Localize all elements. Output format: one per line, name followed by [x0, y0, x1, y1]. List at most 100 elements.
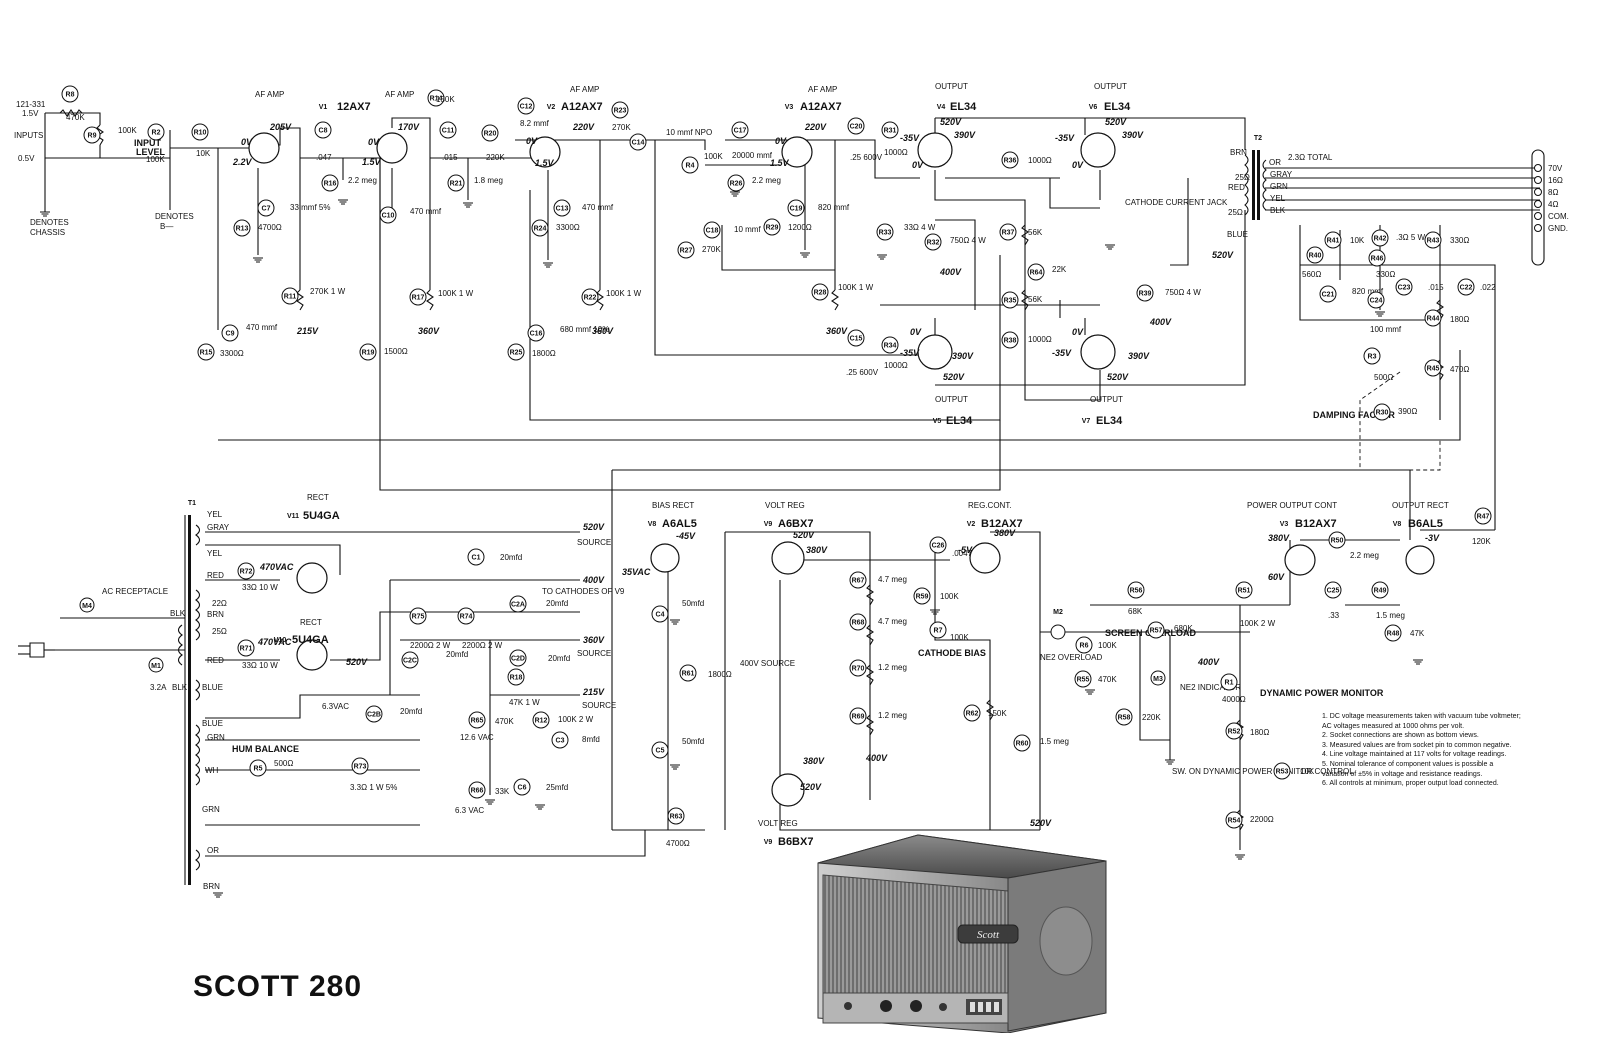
ref-circle [731, 121, 749, 139]
ref-circle [1147, 621, 1165, 639]
ref-circle [1225, 722, 1243, 740]
vreg-380: 380V [806, 545, 828, 555]
tube-v1b [376, 132, 408, 164]
ref-circle [1395, 278, 1413, 296]
b-plus-520: 520V [583, 522, 605, 532]
tube-v9b [771, 773, 805, 807]
denotes-chassis-a: DENOTES [30, 218, 69, 227]
or-neg3: -3V [1425, 533, 1440, 543]
value-label: .3Ω 5 W [1396, 233, 1426, 242]
wire-blue-a: BLUE [202, 683, 223, 692]
b-plus-360-label: SOURCE [577, 649, 611, 658]
value-label: 1.2 meg [878, 711, 907, 720]
ref-label: R4 [686, 163, 695, 170]
vreg-520: 520V [793, 530, 815, 540]
ref-circle [83, 126, 101, 144]
bias-400a: 400V [939, 267, 962, 277]
v6-screen-voltage: 520V [1105, 117, 1127, 127]
wire-gray: GRAY [207, 523, 230, 532]
m4-ref: M4 [82, 603, 92, 610]
capacitor-c6: C6 25mfd [513, 778, 568, 796]
ne2-indicator: NE2 INDICATOR [1180, 683, 1241, 692]
ref-circle [532, 711, 550, 729]
ref-label: R62 [966, 711, 979, 718]
ref-label: R69 [852, 714, 865, 721]
ref-label: C15 [850, 336, 863, 343]
ref-circle [1367, 291, 1385, 309]
ref-label: C2A [511, 602, 525, 609]
ref-circle [351, 757, 369, 775]
ref-label: C19 [790, 206, 803, 213]
v1-ref: V1 [319, 104, 328, 111]
ref-label: R1 [1225, 680, 1234, 687]
ref-label: R10 [194, 130, 207, 137]
value-label: 25mfd [546, 783, 568, 792]
ref-circle [321, 174, 339, 192]
vac-470b: 470VAC [257, 637, 292, 647]
ref-circle [1368, 249, 1386, 267]
ref-circle [876, 223, 894, 241]
ref-label: R31 [884, 128, 897, 135]
ref-circle [509, 649, 527, 667]
ref-circle [314, 121, 332, 139]
ref-label: C5 [656, 748, 665, 755]
v2-grid-voltage: 0V [526, 136, 538, 146]
value-label: 500Ω [1374, 373, 1393, 382]
ref-circle [439, 121, 457, 139]
ref-label: R3 [1368, 354, 1377, 361]
value-label: 4700Ω [258, 223, 282, 232]
ref-circle [1127, 581, 1145, 599]
ref-circle [1235, 581, 1253, 599]
wire-wh: WH [205, 766, 219, 775]
value-label: 100K 1 W [838, 283, 874, 292]
regcont-380: 380V [994, 528, 1016, 538]
value-label: 22K [1052, 265, 1067, 274]
v9a-stage: VOLT REG [765, 501, 805, 510]
supply-360c: 360V [826, 326, 848, 336]
value-label: 820 mmf [818, 203, 850, 212]
output-terminal-strip [1531, 149, 1545, 266]
ref-circle [1306, 246, 1324, 264]
ref-circle [1424, 359, 1442, 377]
tube-v3a [781, 136, 813, 168]
ref-circle [365, 705, 383, 723]
ref-label: R11 [284, 294, 297, 301]
v6-cathode-voltage: 0V [1072, 160, 1084, 170]
v3b-stage: POWER OUTPUT CONT [1247, 501, 1337, 510]
t2-sec-yel: YEL [1270, 194, 1286, 203]
wire-grn-a: GRN [207, 733, 225, 742]
ref-label: C10 [382, 213, 395, 220]
v2-ref: V2 [547, 104, 556, 111]
v2-type: A12AX7 [561, 101, 603, 113]
value-label: 270K [612, 123, 631, 132]
dynamic-power-monitor: DYNAMIC POWER MONITOR [1260, 688, 1384, 698]
ref-circle [924, 233, 942, 251]
v3b-type: B12AX7 [1295, 518, 1337, 530]
t2-primary [1244, 154, 1249, 216]
b-plus-215-label: SOURCE [582, 701, 616, 710]
ref-label: R12 [535, 718, 548, 725]
capacitor-c8: C8.047 [314, 121, 332, 162]
bias-neg45: -45V [676, 531, 696, 541]
v10-ref: V10 [274, 637, 287, 644]
v1b-grid-voltage: 0V [368, 137, 380, 147]
ref-circle [999, 223, 1017, 241]
t2-sec-or: OR [1269, 158, 1281, 167]
value-label: 100 mmf [1370, 325, 1402, 334]
ref-circle [1328, 531, 1346, 549]
ref-circle [703, 221, 721, 239]
supply-360b: 360V [592, 326, 614, 336]
rect-out-520: 520V [346, 657, 368, 667]
ref-label: C6 [518, 785, 527, 792]
v9a-ref: V9 [764, 521, 773, 528]
value-label: 180Ω [1450, 315, 1469, 324]
ref-label: R46 [1371, 256, 1384, 263]
